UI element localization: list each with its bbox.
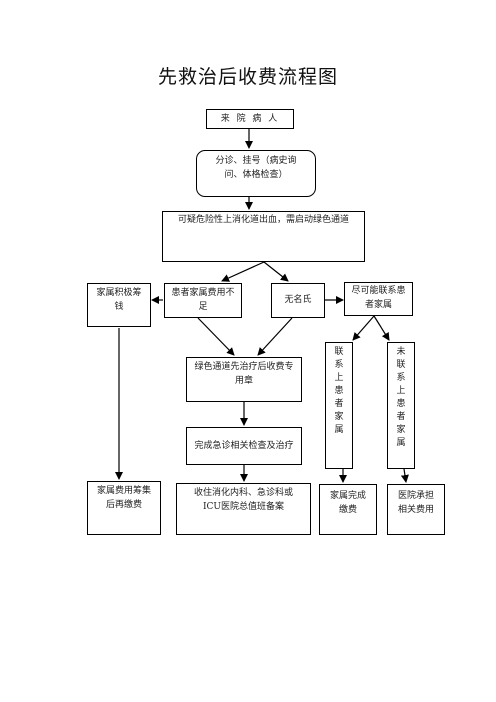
emergency-exam-box: 完成急诊相关检查及治疗 — [186, 427, 302, 465]
hospital-covers-box: 医院承担相关费用 — [387, 484, 445, 535]
arrow-green-to-insufficient — [221, 261, 265, 282]
family-pays-box: 家属完成缴费 — [319, 484, 377, 535]
admit-icu-box: 收住消化内科、急诊科或ICU医院总值班备案 — [176, 483, 311, 535]
not-contacted-box: 未联系上患者家属 — [387, 342, 415, 469]
insufficient-funds-label: 患者家属费用不足 — [171, 288, 235, 312]
unknown-identity-box: 无名氏 — [271, 283, 325, 318]
arrow-contact-to-contacted — [352, 315, 375, 341]
treat-first-box: 绿色通道先治疗后收费专用章 — [186, 357, 302, 402]
triage-label: 分诊、挂号（病史询问、体格检查） — [215, 156, 297, 180]
triage-box: 分诊、挂号（病史询问、体格检查） — [196, 150, 316, 197]
unknown-identity-label: 无名氏 — [284, 295, 312, 305]
contact-family-label: 尽可能联系患者家属 — [351, 286, 406, 310]
not-contacted-label: 未联系上患者家属 — [396, 347, 406, 449]
family-raise-label: 家属积极筹钱 — [96, 288, 142, 312]
contacted-box: 联系上患者家属 — [325, 342, 353, 469]
patient-arrival-box: 来 院 病 人 — [206, 109, 294, 129]
arrow-green-to-unknown — [263, 261, 289, 282]
patient-arrival-label: 来 院 病 人 — [220, 114, 280, 124]
treat-first-label: 绿色通道先治疗后收费专用章 — [194, 362, 294, 386]
pay-later-label: 家属费用筹集后再缴费 — [96, 486, 151, 510]
green-channel-label: 可疑危险性上消化道出血，需启动绿色通道 — [177, 215, 349, 225]
admit-icu-label: 收住消化内科、急诊科或ICU医院总值班备案 — [193, 488, 293, 512]
contacted-label: 联系上患者家属 — [334, 347, 344, 436]
arrow-notcontacted-to-hospitalcovers — [400, 468, 409, 483]
pay-later-box: 家属费用筹集后再缴费 — [87, 481, 161, 535]
arrow-insufficient-to-treat — [197, 317, 235, 356]
emergency-exam-label: 完成急诊相关检查及治疗 — [194, 441, 294, 451]
arrow-unknown-to-treat — [257, 317, 293, 356]
family-raise-box: 家属积极筹钱 — [87, 283, 151, 327]
contact-family-box: 尽可能联系患者家属 — [344, 282, 413, 316]
page-title: 先救治后收费流程图 — [157, 66, 338, 88]
green-channel-box: 可疑危险性上消化道出血，需启动绿色通道 — [162, 211, 365, 262]
family-pays-label: 家属完成缴费 — [330, 491, 367, 515]
arrow-contact-to-notcontacted — [373, 315, 390, 341]
insufficient-funds-box: 患者家属费用不足 — [164, 283, 242, 318]
hospital-covers-label: 医院承担相关费用 — [397, 491, 434, 515]
